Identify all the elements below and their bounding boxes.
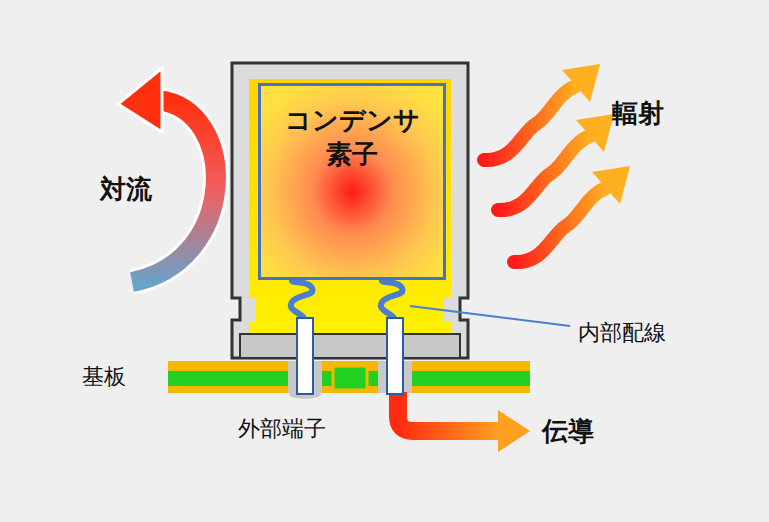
external-terminal [297,318,313,394]
internal-wire [381,280,403,322]
conduction-arrowhead [498,410,530,452]
terminal-label: 外部端子 [238,414,326,444]
element-label: コンデンサ素子 [283,104,421,172]
board [168,361,530,393]
electrolyte-fill [249,79,451,336]
element-heat [258,83,446,280]
board-label: 基板 [82,362,126,392]
convection-arrowhead [118,68,162,132]
convection-label: 対流 [100,172,152,207]
conduction-arrow [398,392,498,431]
sealing-rubber [240,334,460,358]
capacitor-case [232,63,468,358]
internal-wiring-label: 内部配線 [578,318,666,348]
external-terminal [387,318,403,394]
board-pad [333,366,367,390]
conduction-label: 伝導 [542,414,594,449]
capacitor-element: コンデンサ素子 [258,83,446,280]
leader-line [410,306,570,326]
internal-wire [291,280,313,322]
radiation-arrow [514,166,630,262]
radiation-label: 輻射 [612,96,664,131]
